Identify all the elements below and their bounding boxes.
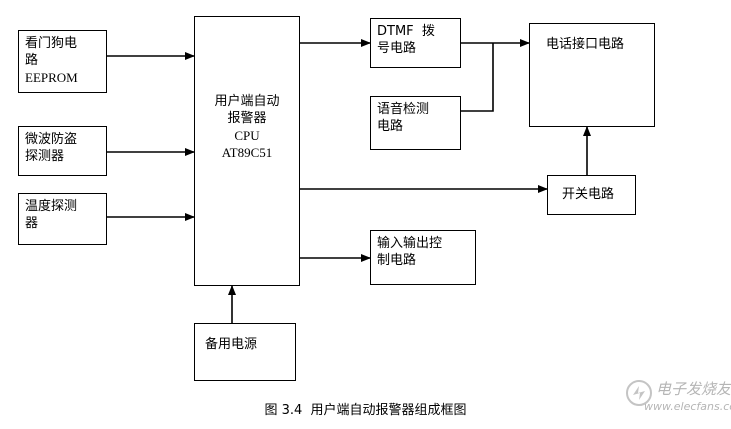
dtmf-label-line-2: 号电路 bbox=[377, 41, 417, 56]
dtmf-dialing-block: DTMF 拨 号电路 bbox=[370, 18, 461, 68]
cpu-label-line-2: 报警器 bbox=[227, 111, 267, 126]
temperature-detector-block: 温度探测 器 bbox=[18, 193, 107, 245]
line-voice-to-phone bbox=[461, 43, 494, 112]
cpu-label-line-3: CPU bbox=[234, 128, 260, 143]
watchdog-label-line-2: 路 bbox=[25, 53, 39, 68]
cpu-label-line-4: AT89C51 bbox=[221, 145, 273, 160]
watchdog-label-line-1: 看门狗电 bbox=[25, 36, 78, 51]
watchdog-label-line-3: EEPROM bbox=[25, 70, 78, 85]
backup-power-block: 备用电源 bbox=[194, 323, 296, 381]
watermark-url: www.elecfans.com bbox=[644, 400, 731, 413]
voice-label-line-2: 电路 bbox=[377, 119, 404, 134]
figure-caption: 图 3.4 用户端自动报警器组成框图 bbox=[264, 403, 467, 418]
io-label-line-1: 输入输出控 bbox=[377, 236, 443, 251]
io-control-block: 输入输出控 制电路 bbox=[370, 230, 476, 285]
cpu-label-line-1: 用户端自动 bbox=[214, 94, 280, 109]
phone-interface-block: 电话接口电路 bbox=[529, 23, 655, 127]
voice-label-line-1: 语音检测 bbox=[377, 102, 430, 117]
temperature-label-line-1: 温度探测 bbox=[25, 199, 78, 214]
watermark-logo-icon bbox=[626, 380, 652, 406]
temperature-label-line-2: 器 bbox=[25, 216, 39, 231]
io-label-line-2: 制电路 bbox=[377, 253, 417, 268]
dtmf-label-line-1: DTMF 拨 bbox=[377, 24, 435, 39]
microwave-label-line-1: 微波防盗 bbox=[25, 132, 78, 147]
switch-label: 开关电路 bbox=[562, 187, 615, 202]
watchdog-eeprom-block: 看门狗电 路 EEPROM bbox=[18, 30, 107, 93]
power-label: 备用电源 bbox=[205, 337, 258, 352]
microwave-label-line-2: 探测器 bbox=[25, 149, 65, 164]
cpu-block: 用户端自动 报警器 CPU AT89C51 bbox=[194, 16, 300, 286]
voice-detection-block: 语音检测 电路 bbox=[370, 96, 461, 150]
microwave-detector-block: 微波防盗 探测器 bbox=[18, 126, 107, 176]
watermark: 电子发烧友 www.elecfans.com bbox=[622, 376, 731, 422]
phone-interface-label: 电话接口电路 bbox=[546, 37, 625, 52]
watermark-text: 电子发烧友 bbox=[656, 380, 731, 398]
switch-circuit-block: 开关电路 bbox=[547, 175, 636, 215]
